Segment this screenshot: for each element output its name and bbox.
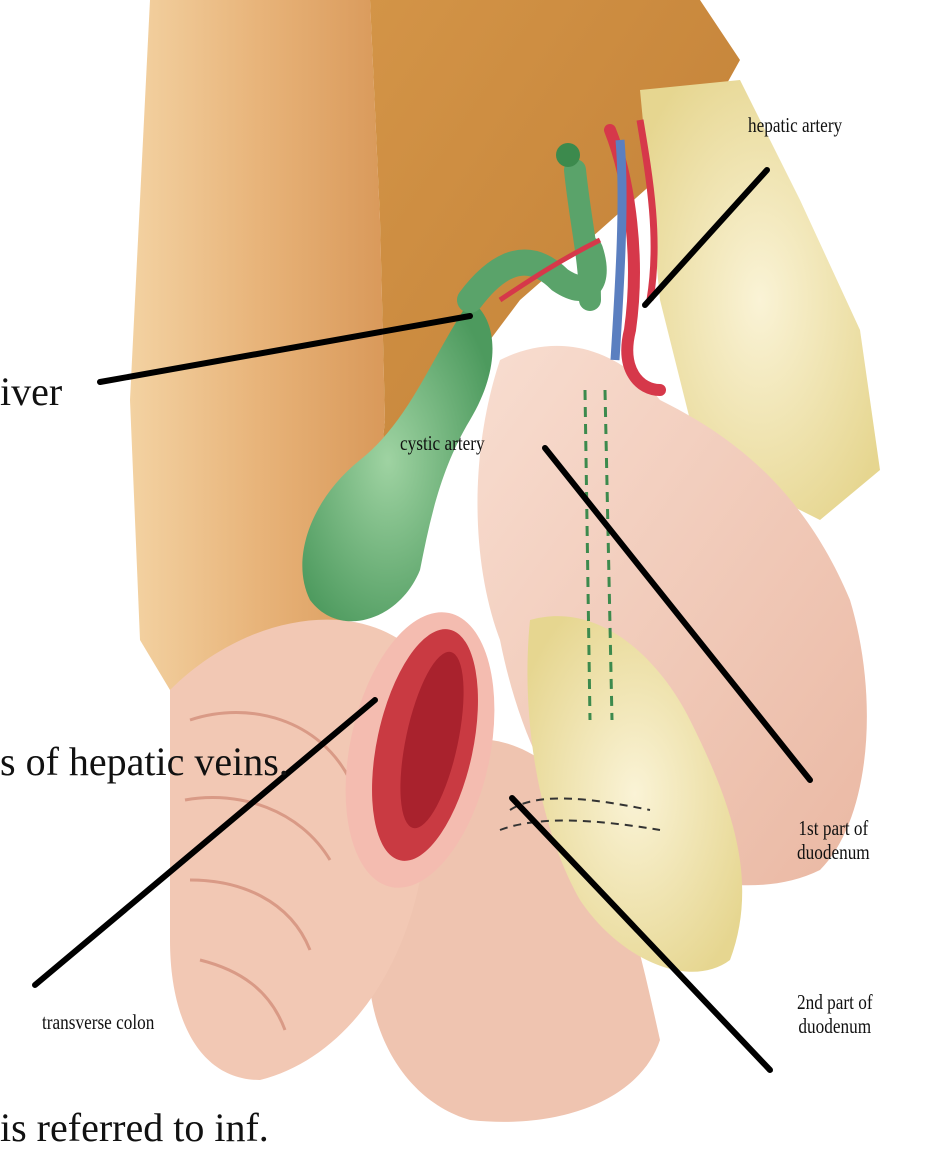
overlay-text-hepatic-veins: s of hepatic veins. xyxy=(0,742,289,782)
overlay-text-bottom: is referred to inf. xyxy=(0,1108,269,1148)
label-second-part-duodenum-line1: 2nd part of xyxy=(797,990,873,1014)
label-cystic-artery: cystic artery xyxy=(400,431,485,455)
label-hepatic-artery: hepatic artery xyxy=(748,113,842,137)
label-second-part-duodenum-line2: duodenum xyxy=(797,1014,873,1038)
overlay-text-liver: iver xyxy=(0,372,62,412)
label-transverse-colon: transverse colon xyxy=(42,1010,154,1034)
label-first-part-duodenum: 1st part of duodenum xyxy=(797,816,870,864)
label-first-part-duodenum-line1: 1st part of xyxy=(797,816,870,840)
label-first-part-duodenum-line2: duodenum xyxy=(797,840,870,864)
label-second-part-duodenum: 2nd part of duodenum xyxy=(797,990,873,1038)
